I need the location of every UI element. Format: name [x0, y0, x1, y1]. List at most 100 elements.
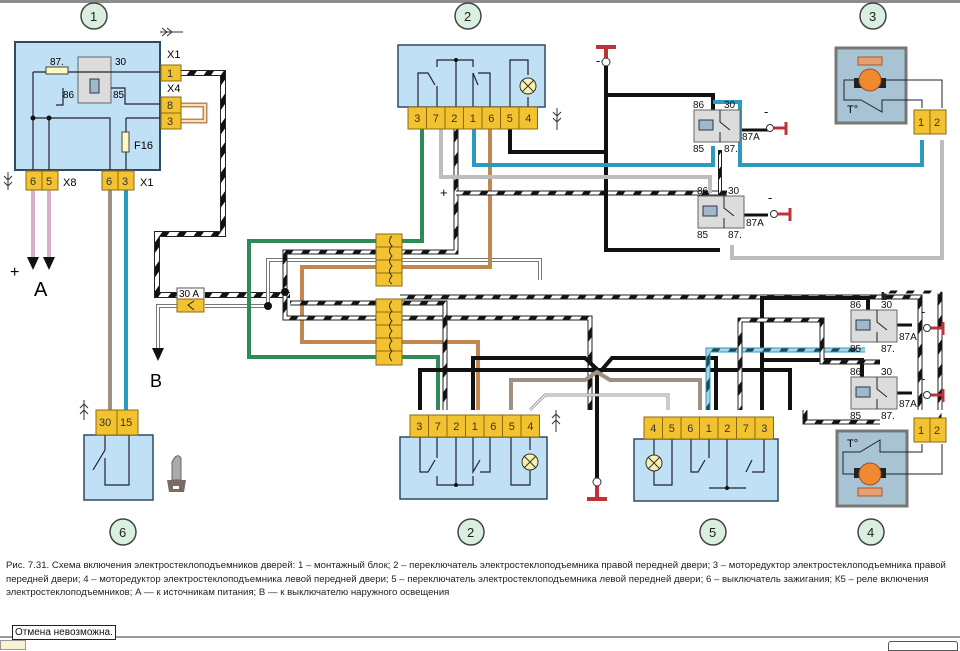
svg-text:A: A: [34, 279, 48, 301]
svg-text:30: 30: [99, 417, 111, 429]
minus-label: -: [768, 190, 772, 205]
relay-pin-label: 87.: [881, 344, 895, 355]
svg-text:1: 1: [918, 425, 924, 437]
connector-pin: [520, 414, 540, 438]
connector-label-x4: X4: [167, 83, 180, 95]
mb-x1-top-pins: 1: [160, 64, 182, 82]
pin-label: 7: [743, 423, 749, 435]
svg-text:1: 1: [90, 9, 97, 24]
svg-text:3: 3: [167, 116, 173, 128]
wire-black-sw2-6: [508, 125, 606, 154]
svg-text:30 A: 30 A: [179, 289, 199, 300]
connector-arrow-icon: [552, 108, 562, 130]
label-87: 87.: [50, 57, 64, 68]
right-button[interactable]: [888, 641, 958, 651]
connector-pin: [518, 106, 538, 130]
pin-label: 6: [687, 423, 693, 435]
svg-text:3: 3: [122, 176, 128, 188]
label-86: 86: [63, 90, 75, 101]
relay-pin-label: 85: [697, 230, 709, 241]
wire-gray-motor3: [439, 125, 944, 260]
motor-3: T°: [834, 46, 943, 125]
minus-label: -: [921, 371, 925, 386]
connector-arrow-icon: [79, 400, 89, 420]
relay-pin-label: 30: [728, 186, 740, 197]
mounting-block: 87. 30 86 85 F16 X1 X4 X8 X1: [3, 27, 183, 190]
double-arrow-icon: [160, 27, 183, 37]
component-number-c1: 1: [80, 2, 108, 30]
component-number-c2top: 2: [454, 2, 482, 30]
ignition-pins: 30 15: [95, 409, 139, 436]
separator: [0, 636, 960, 638]
svg-text:5: 5: [46, 176, 52, 188]
relay-pin-label: 30: [881, 367, 893, 378]
svg-text:-: -: [596, 53, 600, 68]
relay-pin-label: 87A: [899, 399, 917, 410]
relay-pin-label: 85: [850, 411, 862, 422]
wire-black-bottom-1: [418, 368, 792, 410]
wire-green: [247, 125, 440, 410]
svg-text:5: 5: [709, 525, 716, 540]
component-number-c5: 5: [699, 518, 727, 546]
plus-bus-label: +: [440, 185, 448, 200]
pin-label: 7: [433, 113, 439, 125]
motor-3-pins: 1 2: [913, 109, 947, 135]
splice-block-upper: [375, 233, 403, 287]
svg-text:2: 2: [467, 525, 474, 540]
svg-text:2: 2: [934, 425, 940, 437]
svg-text:6: 6: [106, 176, 112, 188]
pin-label: 4: [527, 421, 533, 433]
fuse-label: F16: [134, 140, 153, 152]
switch-2-top: [397, 44, 562, 130]
minus-label: -: [921, 304, 925, 319]
relay-pin-label: 87.: [724, 144, 738, 155]
connector-pin: [754, 416, 774, 440]
svg-text:1: 1: [918, 117, 924, 129]
minus-label: -: [764, 104, 768, 119]
left-tab-button[interactable]: [0, 640, 26, 650]
top-border: [0, 0, 960, 3]
wire-taupe-bottom: [509, 369, 702, 410]
connector-label-x1: X1: [167, 49, 180, 61]
connector-arrow-icon: [3, 172, 13, 190]
component-number-c2bot: 2: [457, 518, 485, 546]
pin-label: 2: [724, 423, 730, 435]
wire-black-ground-top: [604, 60, 720, 252]
label-30: 30: [115, 57, 127, 68]
motor-4-pins: 1 2: [913, 417, 947, 443]
arrow-a: + A: [10, 257, 55, 301]
switch-2-bottom: [399, 410, 561, 500]
pin-label: 1: [472, 421, 478, 433]
svg-text:3: 3: [869, 9, 876, 24]
pin-label: 5: [669, 423, 675, 435]
arrow-b: B: [150, 348, 164, 391]
connector-label-x8: X8: [63, 177, 76, 189]
ground-symbols: -: [587, 45, 616, 501]
ignition-switch: [79, 400, 154, 501]
relay-pin-label: 86: [850, 367, 862, 378]
pin-label: 3: [761, 423, 767, 435]
component-number-c3: 3: [859, 2, 887, 30]
pin-label: 5: [509, 421, 515, 433]
relay-pin-label: 86: [850, 300, 862, 311]
relay-pin-label: 86: [697, 186, 709, 197]
label-85: 85: [113, 90, 125, 101]
motor-4: T°: [835, 429, 943, 508]
svg-text:6: 6: [30, 176, 36, 188]
svg-text:+: +: [10, 264, 19, 281]
relay-pin-label: 30: [881, 300, 893, 311]
pin-label: 4: [525, 113, 531, 125]
svg-text:2: 2: [464, 9, 471, 24]
mb-x1-bottom-pins: 6 3: [101, 170, 135, 191]
pin-label: 1: [470, 113, 476, 125]
key-icon: [167, 455, 186, 492]
pin-label: 2: [453, 421, 459, 433]
svg-text:T°: T°: [847, 104, 858, 116]
component-number-c6: 6: [109, 518, 137, 546]
